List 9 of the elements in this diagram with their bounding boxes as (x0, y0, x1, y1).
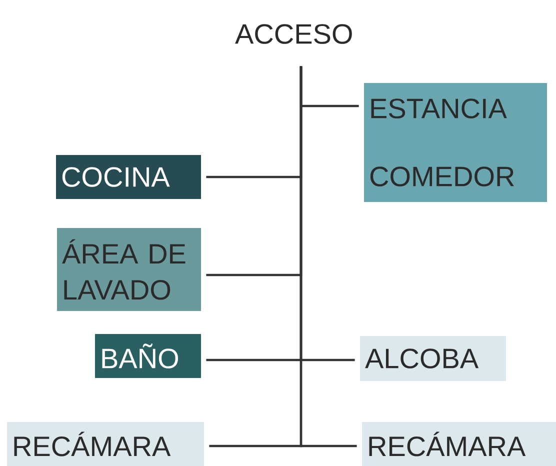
room-box: RECÁMARA (362, 422, 556, 466)
connector-line (300, 66, 357, 448)
room-box: ALCOBA (360, 336, 506, 381)
room-box: ESTANCIA COMEDOR (364, 83, 547, 202)
room-box: BAÑO (95, 334, 201, 378)
room-box: RECÁMARA (7, 422, 204, 466)
heading-text: ACCESO (235, 24, 352, 44)
room-box: COCINA (56, 155, 201, 199)
room-box: ÁREA DE LAVADO (57, 228, 201, 311)
